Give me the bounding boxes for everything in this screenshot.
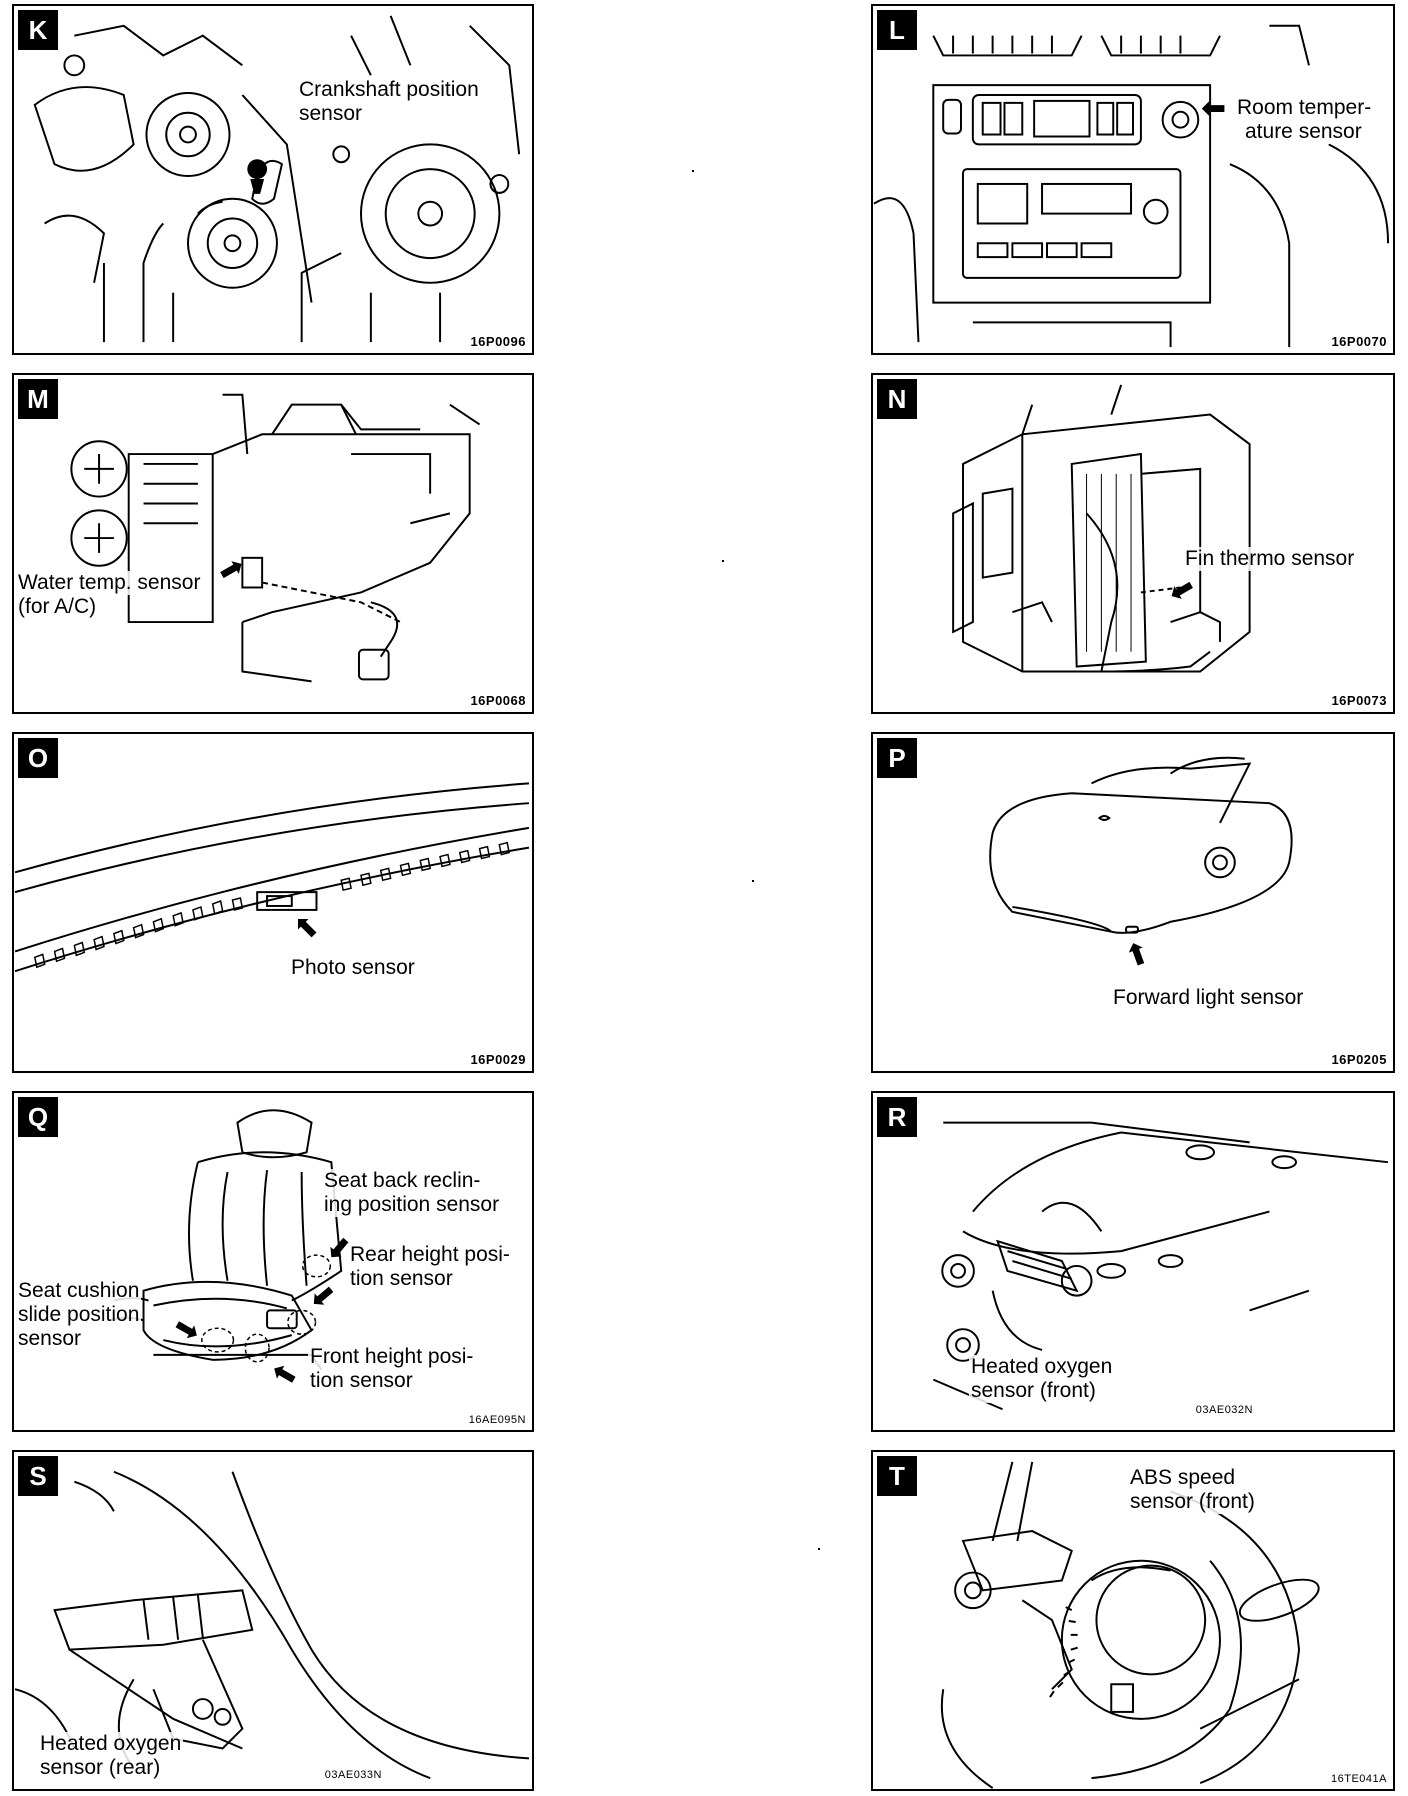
- panel-letter: K: [18, 10, 58, 50]
- rear-view-mirror-illustration: [989, 756, 1293, 934]
- panel-q: Q Seat back reclin- ing position sensor …: [12, 1091, 534, 1432]
- panel-letter: L: [877, 10, 917, 50]
- photo-sensor-label: Photo sensor: [289, 956, 417, 980]
- abs-wheel-speed-illustration: [940, 1461, 1320, 1789]
- crankshaft-sensor-label-line2: sensor: [297, 102, 365, 126]
- figure-code: 16AE095N: [468, 1414, 526, 1426]
- panel-k: K Crankshaft position sensor 16P0096: [12, 4, 534, 355]
- figure-code: 03AE032N: [1195, 1404, 1253, 1416]
- rear-height-sensor-label-line1: Rear height posi-: [348, 1243, 512, 1267]
- exhaust-pipe-illustration: [14, 1470, 530, 1780]
- crankshaft-sensor-label-line1: Crankshaft position: [297, 78, 481, 102]
- water-temp-sensor-label-line2: (for A/C): [16, 595, 99, 619]
- forward-light-sensor-label: Forward light sensor: [1111, 986, 1306, 1010]
- arrow-icon: ⬅: [1201, 92, 1227, 125]
- figure-code: 16P0070: [1331, 334, 1387, 349]
- room-temp-sensor-label-line1: Room temper-: [1235, 96, 1374, 120]
- figure-code: 16P0096: [470, 334, 526, 349]
- scan-speck: [722, 560, 724, 562]
- room-temp-sensor-label-line2: ature sensor: [1243, 120, 1364, 144]
- water-temp-sensor-label-line1: Water temp. sensor: [16, 571, 203, 595]
- abs-speed-sensor-label-line2: sensor (front): [1128, 1490, 1257, 1514]
- abs-speed-sensor-label-line1: ABS speed: [1128, 1466, 1238, 1490]
- seat-cushion-slide-sensor-label-line3: sensor: [16, 1327, 84, 1351]
- panel-letter: S: [18, 1456, 58, 1496]
- figure-code: 16TE041A: [1331, 1773, 1387, 1785]
- heater-unit-illustration: [70, 393, 481, 683]
- scan-speck: [818, 1548, 820, 1550]
- panel-letter: Q: [18, 1097, 58, 1137]
- heated-oxygen-front-label-line2: sensor (front): [969, 1379, 1098, 1403]
- panel-m: M ➡ Water temp. sensor (for A/C) 16P0068: [12, 373, 534, 714]
- panel-l: L ⬅ Room temper- ature sensor 16P0070: [871, 4, 1395, 355]
- panel-letter: T: [877, 1456, 917, 1496]
- seat-back-reclining-sensor-label-line1: Seat back reclin-: [322, 1169, 483, 1193]
- fin-thermo-sensor-label: Fin thermo sensor: [1183, 547, 1357, 571]
- front-height-sensor-label-line2: tion sensor: [308, 1369, 415, 1393]
- scan-speck: [692, 170, 694, 172]
- figure-code: 16P0073: [1331, 693, 1387, 708]
- heated-oxygen-rear-label-line2: sensor (rear): [38, 1756, 163, 1780]
- panel-letter: N: [877, 379, 917, 419]
- panel-p: P ➡ Forward light sensor 16P0205: [871, 732, 1395, 1073]
- seat-back-reclining-sensor-label-line2: ing position sensor: [322, 1193, 502, 1217]
- seat-cushion-slide-sensor-label-line2: slide position: [16, 1303, 142, 1327]
- panel-o: O ➡ Photo sensor 16P0029: [12, 732, 534, 1073]
- figure-code: 16P0205: [1331, 1052, 1387, 1067]
- heated-oxygen-front-label-line1: Heated oxygen: [969, 1355, 1115, 1379]
- scan-speck: [752, 880, 754, 882]
- crankshaft-illustration: [33, 15, 521, 343]
- panel-letter: R: [877, 1097, 917, 1137]
- seat-cushion-slide-sensor-label-line1: Seat cushion: [16, 1279, 142, 1303]
- exhaust-manifold-illustration: [932, 1121, 1389, 1411]
- evaporator-illustration: [952, 384, 1251, 673]
- panel-letter: O: [18, 738, 58, 778]
- panel-s: S Heated oxygen sensor (rear) 03AE033N: [12, 1450, 534, 1791]
- panel-t: T ABS speed sensor (front) 16TE041A: [871, 1450, 1395, 1791]
- panel-letter: P: [877, 738, 917, 778]
- rear-height-sensor-label-line2: tion sensor: [348, 1267, 455, 1291]
- dashboard-illustration: [873, 24, 1390, 348]
- figure-code: 16P0029: [470, 1052, 526, 1067]
- figure-code: 16P0068: [470, 693, 526, 708]
- heated-oxygen-rear-label-line1: Heated oxygen: [38, 1732, 184, 1756]
- panel-r: R Heated oxygen sensor (front) 03AE032N: [871, 1091, 1395, 1432]
- figure-code: 03AE033N: [324, 1769, 382, 1781]
- panel-letter: M: [18, 379, 58, 419]
- panel-n: N Fin thermo sensor ➡ 16P0073: [871, 373, 1395, 714]
- front-height-sensor-label-line1: Front height posi-: [308, 1345, 476, 1369]
- dashboard-top-illustration: [14, 782, 530, 973]
